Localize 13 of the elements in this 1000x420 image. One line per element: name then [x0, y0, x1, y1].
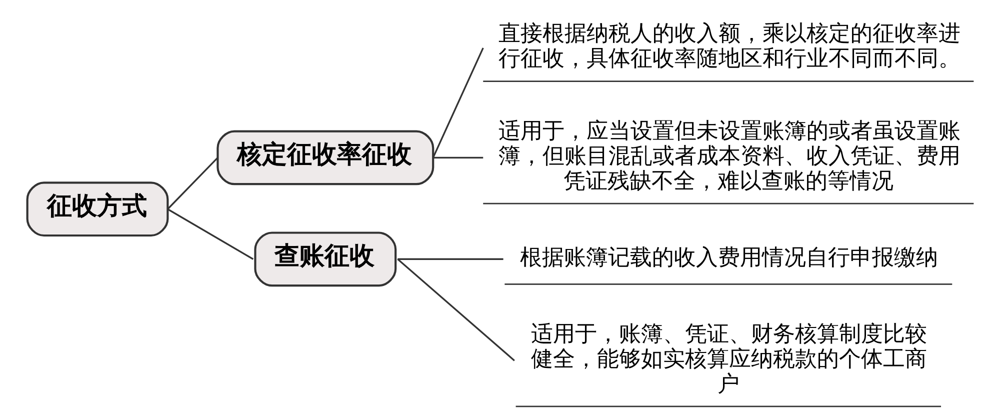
- node-box: 查账征收: [254, 231, 396, 286]
- node-text: 适用于，账簿、凭证、财务核算制度比较健全，能够如实核算应纳税款的个体工商户: [530, 320, 927, 396]
- connector: [166, 208, 254, 260]
- connector: [432, 156, 483, 158]
- node-text: 根据账簿记载的收入费用情况自行申报缴纳: [519, 244, 938, 270]
- connector: [432, 47, 484, 158]
- node-text: 适用于，应当设置但未设置账簿的或者虽设置账簿，但账目混乱或者成本资料、收入凭证、费用凭证残缺不全，难以查账的等情况: [498, 117, 960, 194]
- node-box: 征收方式: [26, 181, 168, 236]
- connector: [166, 156, 218, 210]
- connector: [397, 258, 503, 260]
- connector: [396, 258, 514, 361]
- node-text: 直接根据纳税人的收入额，乘以核定的征收率进行征收，具体征收率随地区和行业不同而不同。: [498, 20, 960, 72]
- node-box: 核定征收率征收: [216, 130, 434, 185]
